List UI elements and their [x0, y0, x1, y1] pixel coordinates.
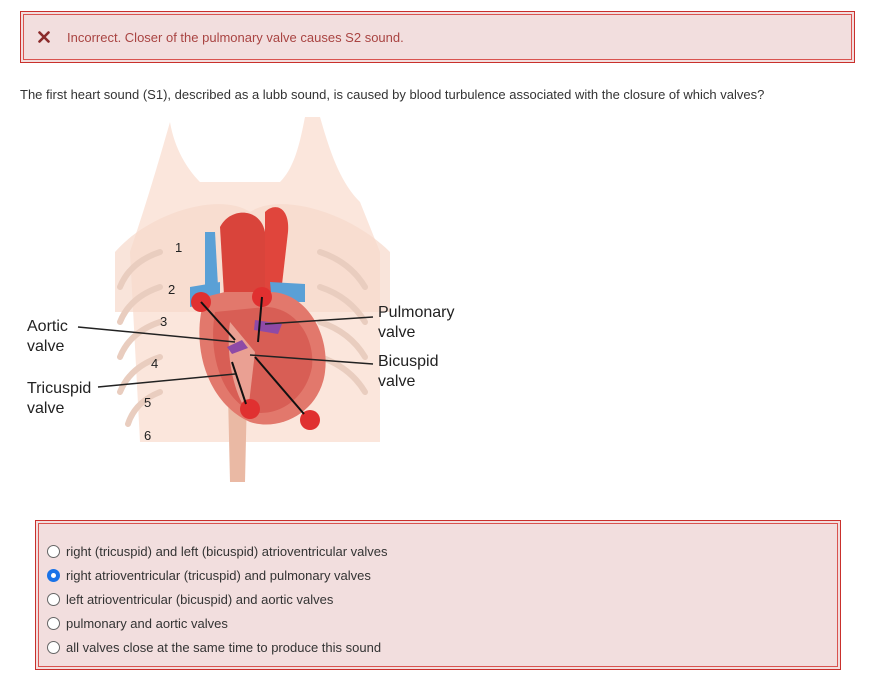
- answer-label: pulmonary and aortic valves: [66, 615, 228, 631]
- feedback-text: Incorrect. Closer of the pulmonary valve…: [67, 29, 404, 45]
- label-text: Tricuspid: [27, 380, 92, 397]
- label-text: Aortic: [27, 318, 68, 335]
- radio-button-selected[interactable]: [47, 568, 60, 582]
- answer-label: right atrioventricular (tricuspid) and p…: [66, 567, 371, 583]
- answer-label: left atrioventricular (bicuspid) and aor…: [66, 591, 334, 607]
- radio-button[interactable]: [47, 544, 60, 558]
- radio-button[interactable]: [47, 616, 60, 630]
- feedback-banner: Incorrect. Closer of the pulmonary valve…: [20, 11, 855, 63]
- answer-options: right (tricuspid) and left (bicuspid) at…: [35, 520, 841, 670]
- close-icon: [37, 30, 51, 44]
- heart-illustration: 1 2 3 4 5 6: [77, 117, 390, 482]
- rib-number: 5: [144, 395, 151, 410]
- answer-label: right (tricuspid) and left (bicuspid) at…: [66, 543, 388, 559]
- rib-number: 2: [168, 282, 175, 297]
- answer-option[interactable]: right (tricuspid) and left (bicuspid) at…: [47, 539, 840, 563]
- label-pulmonary-valve: Pulmonary valve: [378, 303, 454, 343]
- label-text: valve: [378, 373, 416, 390]
- radio-button[interactable]: [47, 640, 60, 654]
- label-tricuspid-valve: Tricuspid valve: [27, 379, 91, 419]
- answer-option[interactable]: all valves close at the same time to pro…: [47, 635, 840, 659]
- answer-option[interactable]: left atrioventricular (bicuspid) and aor…: [47, 587, 840, 611]
- label-text: Pulmonary: [378, 304, 455, 321]
- rib-number: 4: [151, 356, 158, 371]
- rib-number: 3: [160, 314, 167, 329]
- answer-label: all valves close at the same time to pro…: [66, 639, 382, 655]
- label-text: valve: [378, 324, 416, 341]
- answer-option[interactable]: right atrioventricular (tricuspid) and p…: [47, 563, 840, 587]
- label-text: valve: [27, 338, 65, 355]
- heart-diagram: 1 2 3 4 5 6 Aortic valve Tricuspid valve…: [20, 112, 490, 502]
- label-aortic-valve: Aortic valve: [27, 317, 68, 357]
- answer-option[interactable]: pulmonary and aortic valves: [47, 611, 840, 635]
- label-text: Bicuspid: [378, 353, 439, 370]
- label-text: valve: [27, 400, 65, 417]
- rib-number: 1: [175, 240, 182, 255]
- rib-number: 6: [144, 428, 151, 443]
- label-bicuspid-valve: Bicuspid valve: [378, 352, 438, 392]
- question-text: The first heart sound (S1), described as…: [20, 87, 765, 102]
- radio-button[interactable]: [47, 592, 60, 606]
